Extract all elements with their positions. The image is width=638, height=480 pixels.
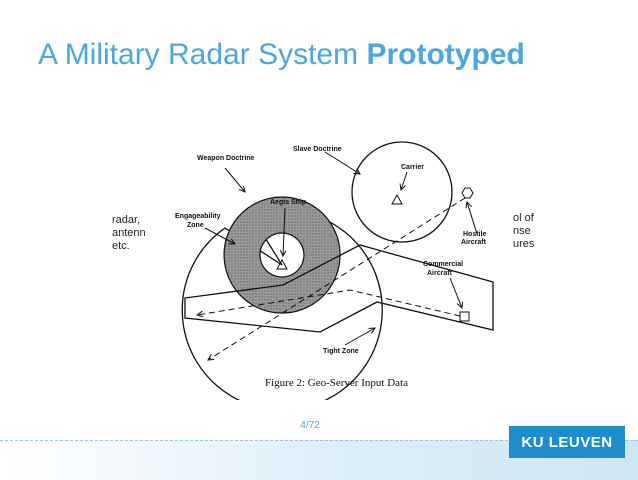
leader-weapon-doctrine [224, 167, 245, 192]
right-text-line: ures [513, 238, 535, 250]
tight-zone-polygon [184, 244, 494, 333]
ku-leuven-logo: KU LEUVEN [509, 426, 625, 458]
commercial-aircraft-marker [459, 311, 470, 322]
label-hostile-aircraft: Aircraft [461, 239, 487, 246]
page-number: 4/72 [300, 420, 320, 431]
carrier-marker [391, 193, 403, 205]
left-partial-text: radar, antenn etc. [112, 214, 146, 253]
label-engageability: Engageability [175, 213, 221, 220]
label-commercial: Commercial [423, 261, 463, 268]
figure-caption: Figure 2: Geo-Server Input Data [265, 377, 408, 389]
left-text-line: etc. [112, 240, 130, 252]
title-regular: A Military Radar System [38, 38, 359, 71]
label-commercial-aircraft: Aircraft [427, 270, 453, 277]
title-bold: Prototyped [366, 38, 525, 71]
commercial-track [197, 289, 461, 316]
hostile-aircraft-marker [461, 187, 474, 199]
slide-title: A Military Radar System Prototyped [38, 38, 525, 72]
leader-commercial [449, 277, 462, 308]
left-text-line: radar, [112, 214, 141, 226]
weapon-doctrine-circle [181, 209, 383, 400]
geo-server-diagram: Weapon Doctrine Slave Doctrine Carrier A… [175, 141, 494, 400]
engageability-zone [223, 196, 341, 314]
leader-slave-doctrine [324, 151, 360, 174]
leader-carrier [401, 171, 408, 190]
aegis-ship-marker [276, 258, 288, 270]
hostile-track [208, 197, 466, 360]
label-slave-doctrine: Slave Doctrine [293, 146, 342, 153]
right-partial-text: ol of nse ures [513, 212, 534, 251]
left-text-line: antenn [112, 227, 146, 239]
right-text-line: ol of [513, 212, 534, 224]
leader-hostile [467, 202, 478, 235]
label-weapon-doctrine: Weapon Doctrine [197, 155, 255, 162]
right-text-line: nse [513, 225, 531, 237]
label-zone: Zone [187, 222, 204, 229]
label-tight-zone: Tight Zone [323, 348, 359, 355]
leader-tight-zone [344, 328, 375, 346]
label-carrier: Carrier [401, 164, 424, 171]
leader-engageability [204, 227, 235, 244]
label-hostile: Hostile [463, 231, 486, 238]
leader-aegis [283, 207, 285, 256]
slave-doctrine-circle [351, 141, 453, 243]
label-aegis-ship: Aegis Ship [270, 199, 306, 206]
